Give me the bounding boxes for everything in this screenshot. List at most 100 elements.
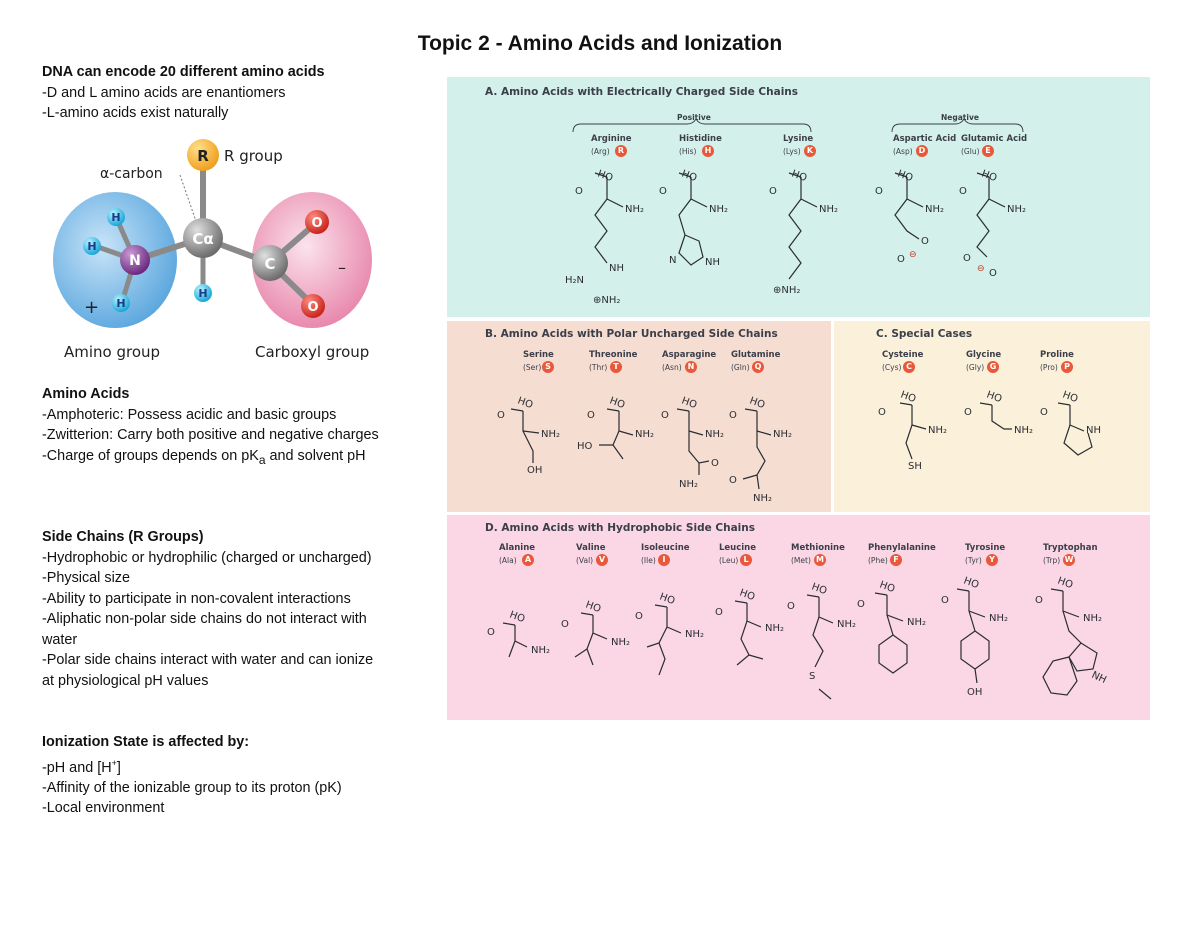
chem-nh2: NH₂: [611, 637, 630, 648]
panel-c-structures: O HO NH₂ SH O HO NH₂ O HO NH: [878, 389, 1101, 472]
side-chains-line: -Polar side chains interact with water a…: [42, 652, 374, 689]
aa-abbr: (Ser): [523, 363, 542, 372]
aa-abbr: (Trp): [1043, 556, 1061, 565]
hydrogen-atom: [107, 208, 125, 226]
pka-post: and solvent pH: [265, 447, 366, 464]
carboxyl-group-blob: [252, 192, 372, 328]
aa-letter-badge: E: [982, 145, 994, 157]
chem-o: O: [1035, 595, 1043, 606]
side-chains-line: -Physical size: [42, 570, 130, 586]
aa-name-lysine: Lysine: [783, 134, 814, 144]
page-title: Topic 2 - Amino Acids and Ionization: [417, 32, 783, 55]
intro-heading: DNA can encode 20 different amino acids: [42, 64, 325, 80]
chem-nh2: NH₂: [685, 629, 704, 640]
chem-o: O: [711, 458, 719, 469]
chem-ho: HO: [658, 591, 676, 607]
ionization-block: Ionization State is affected by: -pH and…: [42, 732, 382, 819]
aa-name-alanine: Alanine: [499, 543, 536, 553]
aa-letter-badge: Q: [752, 361, 764, 373]
aa-letter-badge: D: [916, 145, 928, 157]
aa-name-serine: Serine: [523, 350, 554, 360]
chem-nh2plus: ⊕NH₂: [593, 295, 620, 306]
aa-name-glycine: Glycine: [966, 350, 1002, 360]
chem-minus: ⊖: [909, 250, 917, 260]
aa-name-phenylalanine: Phenylalanine: [868, 543, 936, 553]
amino-acids-line: -Zwitterion: Carry both positive and neg…: [42, 427, 379, 443]
panel-a-charged: A. Amino Acids with Electrically Charged…: [447, 77, 1150, 317]
panel-c-title: C. Special Cases: [876, 328, 973, 340]
amino-acids-block: Amino Acids -Amphoteric: Possess acidic …: [42, 384, 382, 470]
chem-o: O: [787, 601, 795, 612]
amino-acids-line: -Amphoteric: Possess acidic and basic gr…: [42, 406, 337, 423]
chem-ho: HO: [738, 587, 756, 603]
chem-nh2: NH₂: [1014, 425, 1033, 436]
chem-ho: HO: [962, 575, 980, 591]
aa-abbr: (His): [679, 147, 697, 156]
chem-nh2: NH₂: [765, 623, 784, 634]
aa-letter-badge: G: [987, 361, 999, 373]
chem-ho: HO: [810, 581, 828, 597]
oxygen-atom: [301, 294, 325, 318]
chem-ho: HO: [577, 441, 593, 452]
chem-nh2: NH₂: [819, 204, 838, 215]
oxygen-label: O: [311, 216, 322, 231]
aa-name-isoleucine: Isoleucine: [641, 543, 690, 553]
aa-abbr: (Gly): [966, 363, 985, 372]
intro-line: -L-amino acids exist naturally: [42, 105, 229, 121]
hydrogen-atom: [112, 294, 130, 312]
aa-letter-badge: S: [542, 361, 554, 373]
ph-sup: +: [111, 757, 117, 768]
chem-o: O: [769, 186, 777, 197]
chem-nh2: NH₂: [705, 429, 724, 440]
chem-o: O: [857, 599, 865, 610]
aa-letter-badge: P: [1061, 361, 1073, 373]
pka-sub: a: [258, 452, 266, 467]
chem-o: O: [497, 410, 505, 421]
chem-sh: SH: [908, 461, 922, 472]
side-chains-line: -Aliphatic non-polar side chains do not …: [42, 611, 367, 648]
amino-group-label: Amino group: [64, 343, 160, 361]
chem-h2n: H₂N: [565, 275, 584, 286]
chem-ho: HO: [584, 599, 602, 615]
aa-name-valine: Valine: [576, 543, 606, 553]
r-atom-label: R: [197, 147, 209, 165]
ph-post: ]: [116, 759, 121, 776]
chem-oh: OH: [967, 687, 982, 698]
carboxyl-carbon-label: C: [264, 255, 275, 273]
aa-abbr: (Asn): [662, 363, 682, 372]
side-chains-block: Side Chains (R Groups) -Hydrophobic or h…: [42, 527, 382, 691]
chem-o: O: [989, 268, 997, 279]
panel-d-hydrophobic: D. Amino Acids with Hydrophobic Side Cha…: [447, 515, 1150, 720]
plus-charge: +: [84, 297, 99, 318]
aa-abbr: (Phe): [868, 556, 888, 565]
chem-nh2: NH₂: [989, 613, 1008, 624]
aa-abbr: (Leu): [719, 556, 739, 565]
chem-ho: HO: [748, 395, 766, 411]
chem-nh2: NH₂: [635, 429, 654, 440]
chem-o: O: [659, 186, 667, 197]
panel-d-title: D. Amino Acids with Hydrophobic Side Cha…: [485, 522, 755, 534]
hydrogen-atom: [194, 284, 212, 302]
chem-nh2: NH₂: [928, 425, 947, 436]
chem-o: O: [897, 254, 905, 265]
intro-block: DNA can encode 20 different amino acids …: [42, 62, 382, 124]
aa-letter-badge: W: [1063, 554, 1075, 566]
chem-nh2: NH₂: [531, 645, 550, 656]
carboxyl-carbon-atom: [252, 245, 288, 281]
ionization-heading: Ionization State is affected by:: [42, 734, 250, 750]
chem-ho: HO: [1056, 575, 1074, 591]
aa-letter-badge: R: [615, 145, 627, 157]
pka-pre: -Charge of groups depends on pK: [42, 447, 259, 464]
panel-b-structures: O HO NH₂ OH O HO NH₂ HO O HO NH₂ O NH₂ O…: [497, 395, 792, 504]
aa-name-methionine: Methionine: [791, 543, 845, 553]
r-atom: [187, 139, 219, 171]
aa-abbr: (Asp): [893, 147, 913, 156]
aa-letter-badge: H: [702, 145, 714, 157]
minus-charge: –: [338, 258, 346, 277]
aa-name-glutamine: Glutamine: [731, 350, 781, 360]
chem-ho: HO: [680, 395, 698, 411]
ph-line: -pH and [H+]: [42, 753, 382, 778]
chem-nh2: NH₂: [1083, 613, 1102, 624]
chem-o: O: [587, 410, 595, 421]
hydrogen-label: H: [116, 297, 125, 310]
